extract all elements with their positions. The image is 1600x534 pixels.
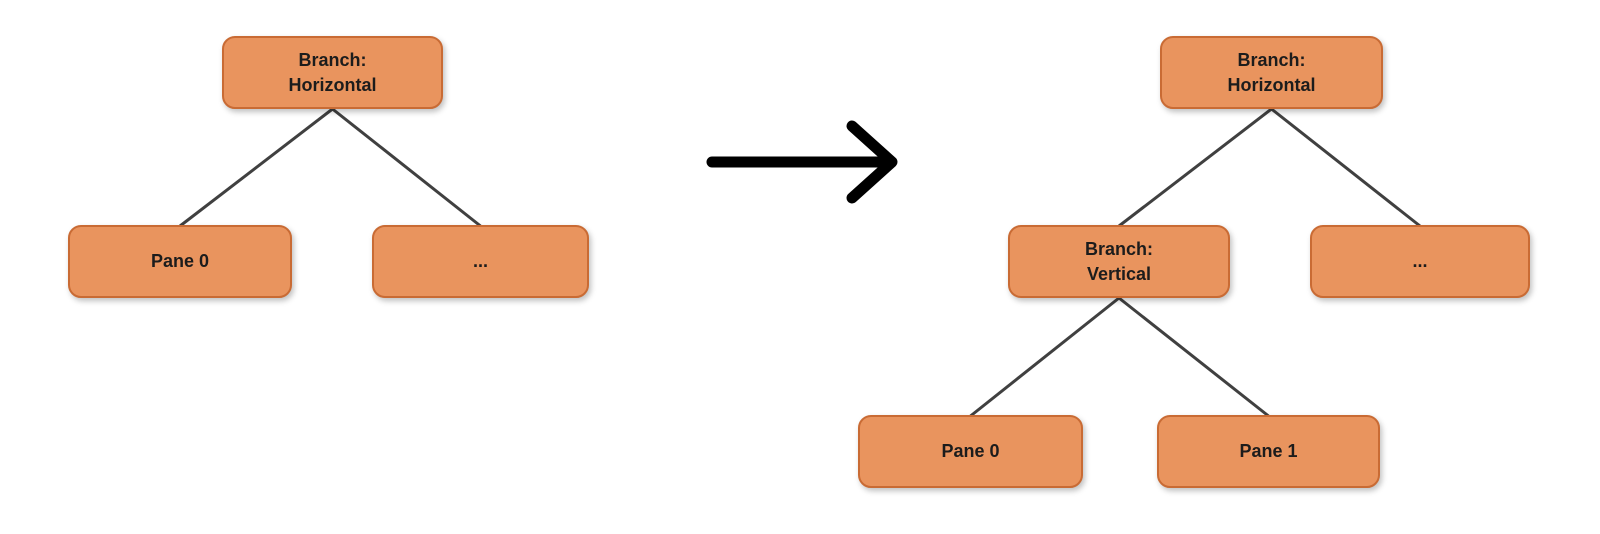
- edge-after-branchv-pane0: [969, 296, 1120, 418]
- after-root-node-branch-horizontal: Branch: Horizontal: [1160, 36, 1383, 109]
- before-node-ellipsis: ...: [372, 225, 589, 298]
- after-node-branch-vertical: Branch: Vertical: [1008, 225, 1230, 298]
- before-node-pane0: Pane 0: [68, 225, 292, 298]
- after-node-pane1: Pane 1: [1157, 415, 1380, 488]
- edge-after-root-ellipsis: [1270, 107, 1421, 228]
- edge-before-root-pane0: [179, 107, 334, 228]
- edge-after-branchv-pane1: [1118, 296, 1270, 418]
- edge-before-root-ellipsis: [331, 107, 482, 228]
- right-arrow-icon: [706, 120, 898, 204]
- after-node-ellipsis: ...: [1310, 225, 1530, 298]
- after-node-pane0: Pane 0: [858, 415, 1083, 488]
- before-root-node-branch-horizontal: Branch: Horizontal: [222, 36, 443, 109]
- edge-after-root-branchv: [1118, 107, 1273, 228]
